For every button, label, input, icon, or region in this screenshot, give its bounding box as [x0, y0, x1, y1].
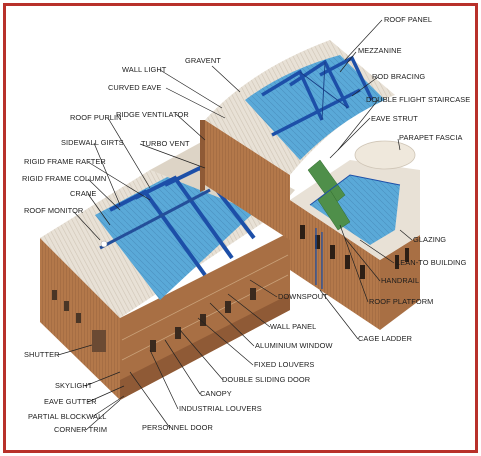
label-turbo-vent: TURBO VENT — [141, 139, 190, 148]
label-curved-eave: CURVED EAVE — [108, 83, 161, 92]
label-double-sliding-door: DOUBLE SLIDING DOOR — [222, 375, 310, 384]
label-partial-blockwall: PARTIAL BLOCKWALL — [28, 412, 107, 421]
label-cage-ladder: CAGE LADDER — [358, 334, 412, 343]
tall-front-wall — [200, 120, 205, 192]
label-wall-panel: WALL PANEL — [270, 322, 316, 331]
label-roof-platform: ROOF PLATFORM — [369, 297, 433, 306]
label-sidewall-girts: SIDEWALL GIRTS — [61, 138, 124, 147]
label-rigid-frame-rafter: RIGID FRAME RAFTER — [24, 157, 106, 166]
label-eave-strut: EAVE STRUT — [371, 114, 418, 123]
label-rigid-frame-column: RIGID FRAME COLUMN — [22, 174, 106, 183]
label-shutter: SHUTTER — [24, 350, 60, 359]
label-crane: CRANE — [70, 189, 96, 198]
label-eave-gutter: EAVE GUTTER — [44, 397, 97, 406]
label-canopy: CANOPY — [200, 389, 232, 398]
label-roof-purlin: ROOF PURLIN — [70, 113, 122, 122]
label-fixed-louvers: FIXED LOUVERS — [254, 360, 314, 369]
label-rod-bracing: ROD BRACING — [372, 72, 425, 81]
label-glazing: GLAZING — [413, 235, 446, 244]
label-lean-to-building: LEAN-TO BUILDING — [396, 258, 467, 267]
label-wall-light: WALL LIGHT — [122, 65, 167, 74]
label-skylight: SKYLIGHT — [55, 381, 93, 390]
label-parapet-fascia: PARAPET FASCIA — [399, 133, 463, 142]
label-gravent: GRAVENT — [185, 56, 221, 65]
label-downspout: DOWNSPOUT — [278, 292, 328, 301]
label-roof-monitor: ROOF MONITOR — [24, 206, 83, 215]
label-ridge-ventilator: RIDGE VENTILATOR — [116, 110, 189, 119]
parapet-fascia-dome — [355, 141, 415, 169]
label-mezzanine: MEZZANINE — [358, 46, 402, 55]
label-double-flight-staircase: DOUBLE FLIGHT STAIRCASE — [366, 95, 470, 104]
label-aluminium-window: ALUMINIUM WINDOW — [255, 341, 333, 350]
label-industrial-louvers: INDUSTRIAL LOUVERS — [179, 404, 262, 413]
label-handrail: HANDRAIL — [381, 276, 419, 285]
label-personnel-door: PERSONNEL DOOR — [142, 423, 213, 432]
label-roof-panel: ROOF PANEL — [384, 15, 432, 24]
label-corner-trim: CORNER TRIM — [54, 425, 107, 434]
